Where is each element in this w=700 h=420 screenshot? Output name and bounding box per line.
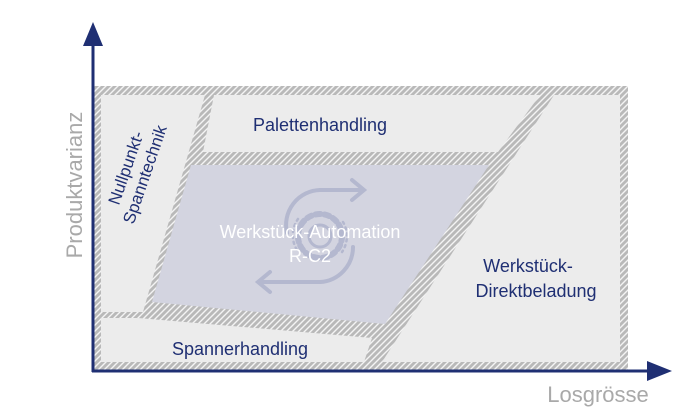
label-werkstueck-automation-line2: R-C2 [289,246,331,266]
y-axis-label: Produktvarianz [62,112,87,259]
region-werkstueck-automation [152,165,489,324]
label-direktbeladung-line2: Direktbeladung [475,281,596,301]
automation-cycle-gear-icon [254,178,368,294]
x-axis-arrowhead [647,361,672,381]
label-direktbeladung-line1: Werkstück- [483,256,573,276]
region-nullpunkt-spanntechnik [101,95,205,312]
region-spannerhandling [101,318,372,362]
y-axis-arrowhead [83,22,103,46]
label-palettenhandling: Palettenhandling [253,115,387,135]
region-palettenhandling [203,95,540,152]
label-spannerhandling: Spannerhandling [172,339,308,359]
x-axis-label: Losgrösse [547,382,649,407]
region-werkstueck-direktbeladung [382,95,620,362]
label-werkstueck-automation-line1: Werkstück-Automation [220,222,401,242]
